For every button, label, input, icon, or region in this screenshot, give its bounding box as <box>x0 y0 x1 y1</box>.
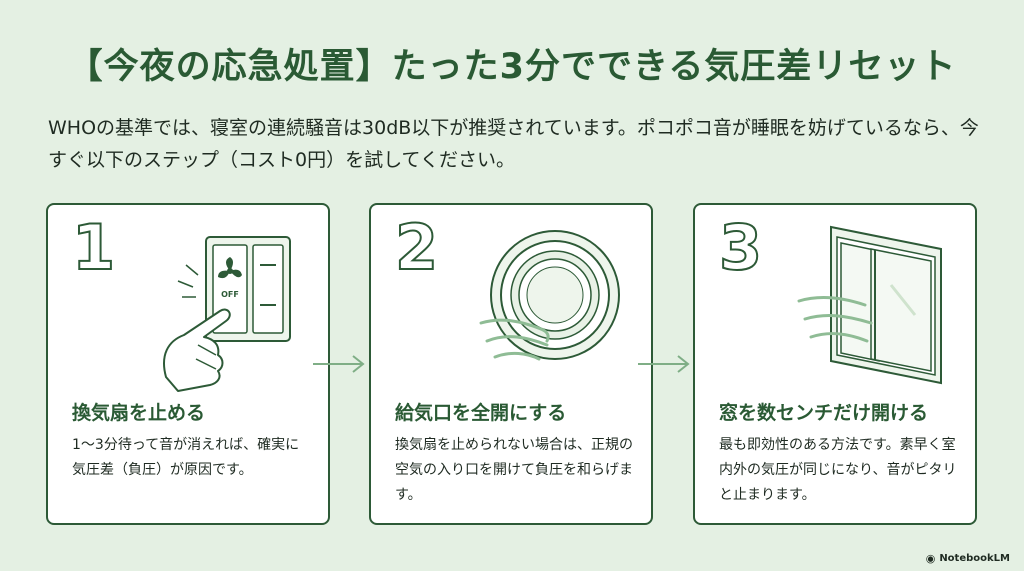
step-number: 1 <box>71 211 116 284</box>
switch-off-label: OFF <box>221 290 239 299</box>
step-card-1: 1 OFF 換気扇を止める 1〜3分待って音が消えれば、確実に気圧差（負圧）が原… <box>46 203 330 525</box>
step-card-3: 3 窓を数センチだけ開ける 最も即効性のある方法です。素早く室内外の気圧が同じに… <box>693 203 977 525</box>
step-description: 1〜3分待って音が消えれば、確実に気圧差（負圧）が原因です。 <box>72 437 300 478</box>
step-description: 換気扇を止められない場合は、正規の空気の入り口を開けて負圧を和らげます。 <box>395 437 633 503</box>
step-description: 最も即効性のある方法です。素早く室内外の気圧が同じになり、音がピタリと止まります… <box>719 437 957 503</box>
intro-text: WHOの基準では、寝室の連続騒音は30dB以下が推奨されています。ポコポコ音が睡… <box>48 117 979 171</box>
air-vent-icon <box>479 230 620 361</box>
logo-text: NotebookLM <box>939 553 1010 564</box>
step-title: 換気扇を止める <box>72 402 206 424</box>
step-title: 給気口を全開にする <box>395 402 567 424</box>
step-number: 2 <box>394 211 439 284</box>
step-title: 窓を数センチだけ開ける <box>719 402 929 424</box>
step-number: 3 <box>718 211 763 284</box>
arrow-right-icon <box>638 355 690 373</box>
notebooklm-logo: ◉ NotebookLM <box>926 552 1010 565</box>
step-card-2: 2 給気口を全開にする 換気扇を止められない場合は、正規の空気の入り口を開けて負… <box>369 203 653 525</box>
arrow-right-icon <box>313 355 365 373</box>
window-icon <box>797 225 942 385</box>
page-title: 【今夜の応急処置】たった3分でできる気圧差リセット <box>67 47 957 87</box>
notebooklm-logo-icon: ◉ <box>925 552 936 565</box>
fan-switch-icon: OFF <box>163 236 291 392</box>
